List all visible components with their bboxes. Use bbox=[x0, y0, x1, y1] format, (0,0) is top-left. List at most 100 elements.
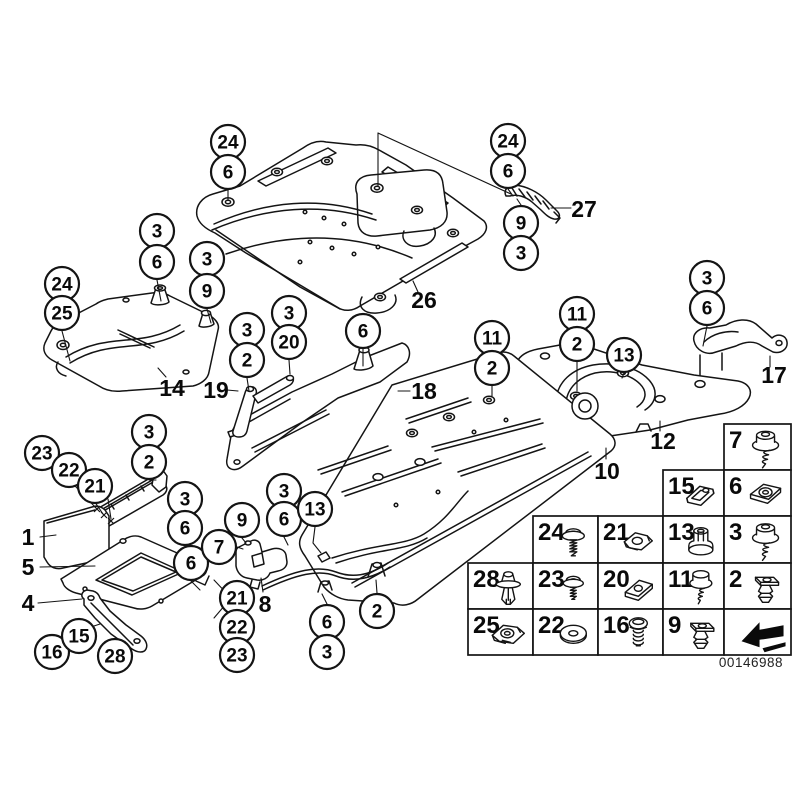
callout-6[interactable]: 6 bbox=[166, 509, 204, 547]
part-label-4[interactable]: 4 bbox=[22, 590, 35, 616]
fastener-cell-6[interactable]: 6 bbox=[723, 469, 792, 517]
callout-3[interactable]: 3 bbox=[130, 413, 168, 451]
part-label-14[interactable]: 14 bbox=[159, 375, 185, 401]
fastener-cell-21[interactable]: 21 bbox=[597, 515, 664, 564]
callout-24[interactable]: 24 bbox=[209, 123, 247, 161]
callout-21[interactable]: 21 bbox=[218, 579, 256, 617]
callout-6[interactable]: 6 bbox=[308, 603, 346, 641]
fastener-cell-7[interactable]: 7 bbox=[723, 423, 792, 471]
callout-circle[interactable] bbox=[344, 312, 382, 350]
callout-circle[interactable] bbox=[209, 153, 247, 191]
callout-circle[interactable] bbox=[188, 272, 226, 310]
callout-circle[interactable] bbox=[502, 234, 540, 272]
callout-28[interactable]: 28 bbox=[96, 637, 134, 675]
direction-arrow-cell[interactable] bbox=[723, 608, 792, 656]
fastener-cell-22[interactable]: 22 bbox=[532, 608, 599, 656]
part-label-10[interactable]: 10 bbox=[594, 458, 620, 484]
callout-20[interactable]: 20 bbox=[270, 323, 308, 361]
callout-circle[interactable] bbox=[33, 633, 71, 671]
part-label-8[interactable]: 8 bbox=[259, 591, 272, 617]
callout-circle[interactable] bbox=[218, 636, 256, 674]
callout-6[interactable]: 6 bbox=[265, 500, 303, 538]
part-label-17[interactable]: 17 bbox=[761, 362, 787, 388]
fastener-cell-16[interactable]: 16 bbox=[597, 608, 664, 656]
callout-circle[interactable] bbox=[130, 443, 168, 481]
callout-23[interactable]: 23 bbox=[23, 434, 61, 472]
callout-13[interactable]: 13 bbox=[605, 336, 643, 374]
callout-6[interactable]: 6 bbox=[209, 153, 247, 191]
fastener-cell-15[interactable]: 15 bbox=[662, 469, 725, 517]
callout-circle[interactable] bbox=[172, 544, 210, 582]
callout-13[interactable]: 13 bbox=[296, 490, 334, 528]
callout-circle[interactable] bbox=[308, 633, 346, 671]
fastener-cell-25[interactable]: 25 bbox=[467, 608, 534, 656]
part-label-27[interactable]: 27 bbox=[571, 196, 597, 222]
callout-22[interactable]: 22 bbox=[50, 451, 88, 489]
callout-11[interactable]: 11 bbox=[558, 295, 596, 333]
callout-circle[interactable] bbox=[489, 152, 527, 190]
fastener-cell-9[interactable]: 9 bbox=[662, 608, 725, 656]
fastener-cell-border[interactable] bbox=[723, 562, 792, 610]
fastener-cell-24[interactable]: 24 bbox=[532, 515, 599, 564]
callout-2[interactable]: 2 bbox=[473, 349, 511, 387]
callout-circle[interactable] bbox=[60, 617, 98, 655]
callout-3[interactable]: 3 bbox=[688, 259, 726, 297]
fastener-cell-11[interactable]: 11 bbox=[662, 562, 725, 610]
callout-6[interactable]: 6 bbox=[344, 312, 382, 350]
callout-6[interactable]: 6 bbox=[688, 289, 726, 327]
callout-2[interactable]: 2 bbox=[358, 592, 396, 630]
callout-circle[interactable] bbox=[43, 294, 81, 332]
callout-3[interactable]: 3 bbox=[308, 633, 346, 671]
callout-circle[interactable] bbox=[688, 289, 726, 327]
callout-circle[interactable] bbox=[605, 336, 643, 374]
part-label-18[interactable]: 18 bbox=[411, 378, 437, 404]
callout-circle[interactable] bbox=[558, 325, 596, 363]
callout-circle[interactable] bbox=[223, 501, 261, 539]
callout-circle[interactable] bbox=[76, 467, 114, 505]
callout-2[interactable]: 2 bbox=[228, 341, 266, 379]
part-label-5[interactable]: 5 bbox=[22, 554, 35, 580]
callout-3[interactable]: 3 bbox=[188, 240, 226, 278]
fastener-cell-20[interactable]: 20 bbox=[597, 562, 664, 610]
callout-circle[interactable] bbox=[473, 349, 511, 387]
callout-3[interactable]: 3 bbox=[138, 212, 176, 250]
callout-22[interactable]: 22 bbox=[218, 608, 256, 646]
fastener-cell-13[interactable]: 13 bbox=[662, 515, 725, 564]
callout-6[interactable]: 6 bbox=[489, 152, 527, 190]
part-label-26[interactable]: 26 bbox=[411, 287, 437, 313]
callout-circle[interactable] bbox=[96, 637, 134, 675]
callout-21[interactable]: 21 bbox=[76, 467, 114, 505]
callout-2[interactable]: 2 bbox=[558, 325, 596, 363]
callout-circle[interactable] bbox=[23, 434, 61, 472]
callout-3[interactable]: 3 bbox=[228, 311, 266, 349]
callout-circle[interactable] bbox=[270, 323, 308, 361]
callout-15[interactable]: 15 bbox=[60, 617, 98, 655]
part-label-12[interactable]: 12 bbox=[650, 428, 676, 454]
callout-25[interactable]: 25 bbox=[43, 294, 81, 332]
callout-circle[interactable] bbox=[166, 509, 204, 547]
part-label-19[interactable]: 19 bbox=[203, 377, 229, 403]
callout-6[interactable]: 6 bbox=[138, 243, 176, 281]
fastener-cell-23[interactable]: 23 bbox=[532, 562, 599, 610]
callout-3[interactable]: 3 bbox=[502, 234, 540, 272]
callout-circle[interactable] bbox=[200, 528, 238, 566]
callout-2[interactable]: 2 bbox=[130, 443, 168, 481]
part-label-1[interactable]: 1 bbox=[22, 524, 35, 550]
callout-9[interactable]: 9 bbox=[223, 501, 261, 539]
callout-circle[interactable] bbox=[358, 592, 396, 630]
callout-24[interactable]: 24 bbox=[489, 122, 527, 160]
callout-circle[interactable] bbox=[296, 490, 334, 528]
callout-16[interactable]: 16 bbox=[33, 633, 71, 671]
callout-circle[interactable] bbox=[138, 243, 176, 281]
fastener-cell-2[interactable]: 2 bbox=[723, 562, 792, 610]
callout-9[interactable]: 9 bbox=[188, 272, 226, 310]
callout-circle[interactable] bbox=[228, 341, 266, 379]
callout-23[interactable]: 23 bbox=[218, 636, 256, 674]
fastener-cell-3[interactable]: 3 bbox=[723, 515, 792, 564]
callout-7[interactable]: 7 bbox=[200, 528, 238, 566]
fastener-cell-28[interactable]: 28 bbox=[467, 562, 534, 610]
callout-11[interactable]: 11 bbox=[473, 319, 511, 357]
fastener-cell-border[interactable] bbox=[597, 608, 664, 656]
callout-6[interactable]: 6 bbox=[172, 544, 210, 582]
callout-9[interactable]: 9 bbox=[502, 204, 540, 242]
